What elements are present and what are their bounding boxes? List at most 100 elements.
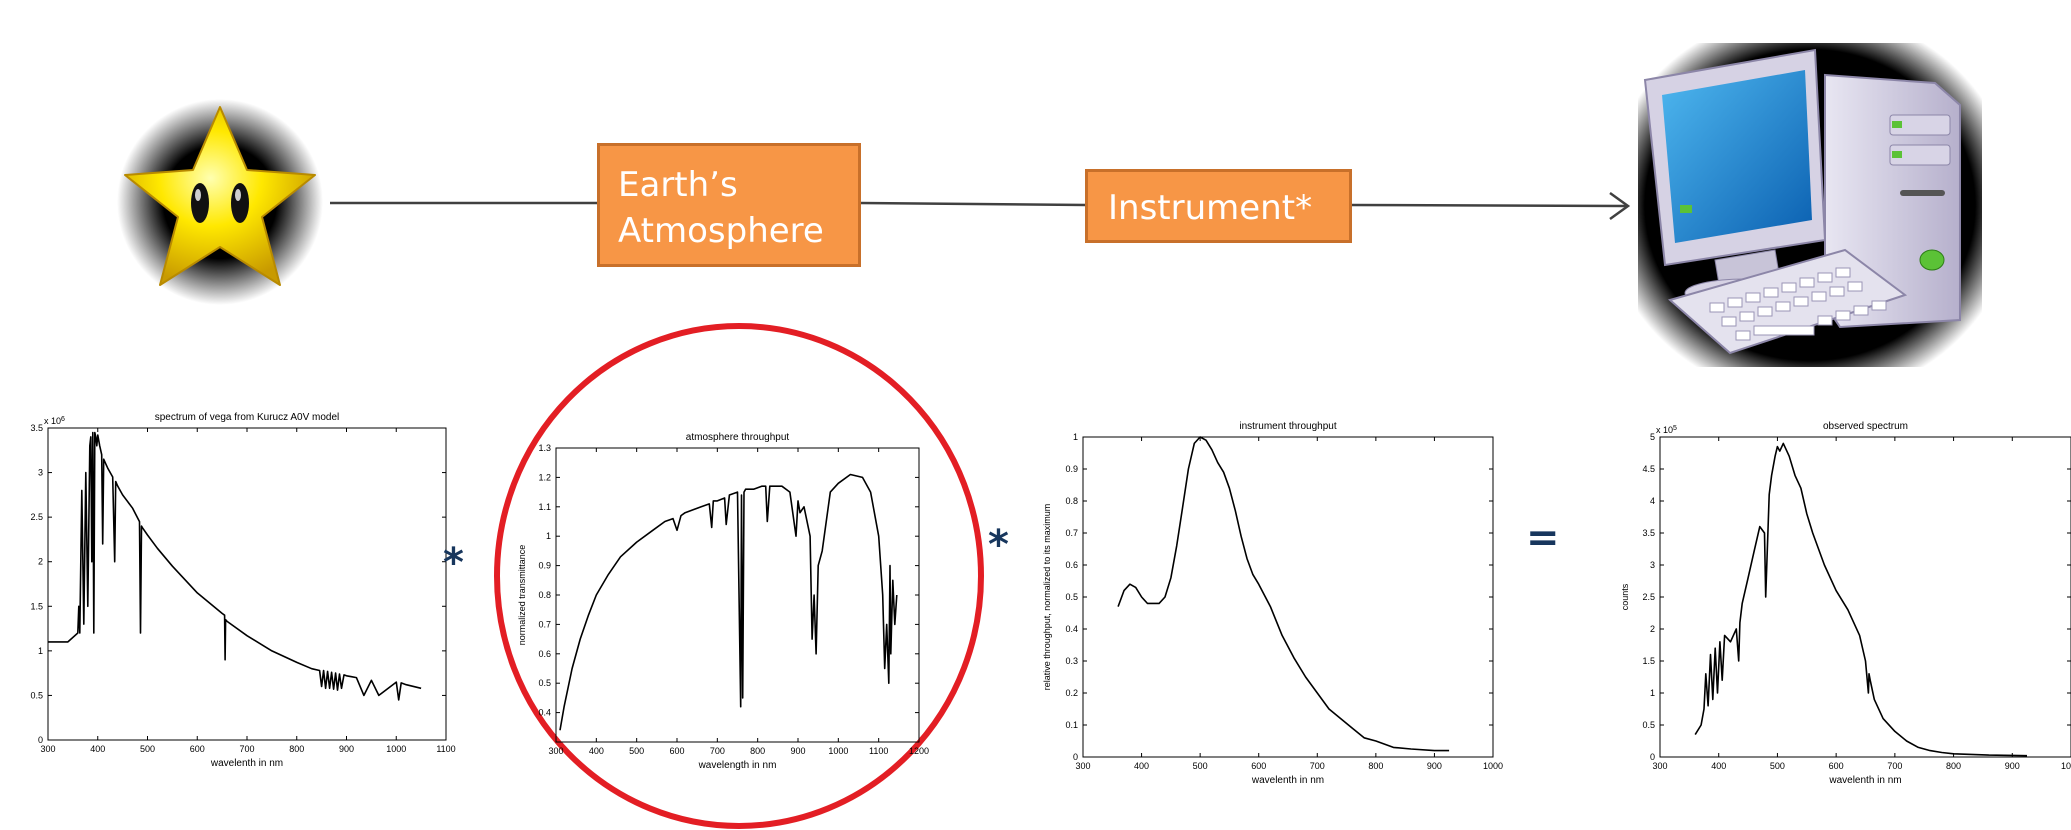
chart-title: spectrum of vega from Kurucz A0V model — [155, 412, 340, 423]
y-tick-label: 1 — [546, 531, 551, 541]
multiply-operator-1: * — [443, 540, 464, 586]
y-tick-label: 4 — [1650, 496, 1655, 506]
x-tick-label: 500 — [1193, 761, 1208, 771]
y-multiplier-exponent: 6 — [61, 416, 65, 423]
y-tick-label: 0.2 — [1065, 688, 1078, 698]
plot-frame — [1659, 436, 2071, 758]
computer-icon — [1638, 43, 1982, 367]
y-tick-label: 2 — [1650, 624, 1655, 634]
y-tick-label: 0.7 — [1065, 528, 1078, 538]
x-tick-label: 1100 — [869, 746, 888, 756]
y-tick-label: 2 — [38, 557, 43, 567]
x-tick-label: 900 — [1427, 761, 1442, 771]
y-tick-label: 0.7 — [538, 619, 551, 629]
chart-vega-spectrum: spectrum of vega from Kurucz A0V model w… — [30, 412, 455, 769]
y-tick-label: 3 — [38, 468, 43, 478]
y-tick-label: 0.1 — [1065, 720, 1078, 730]
series-line — [1694, 442, 2028, 757]
x-tick-label: 1000 — [1483, 761, 1503, 771]
x-axis-label: wavelenth in nm — [210, 758, 283, 769]
x-tick-label: 1200 — [909, 746, 929, 756]
x-tick-label: 500 — [1770, 761, 1785, 771]
x-tick-label: 600 — [669, 746, 684, 756]
y-tick-label: 5 — [1650, 432, 1655, 442]
y-tick-label: 0.4 — [538, 708, 551, 718]
x-tick-label: 1000 — [386, 744, 406, 754]
y-tick-label: 0.8 — [538, 590, 551, 600]
arrowhead — [1609, 191, 1631, 221]
x-tick-label: 500 — [629, 746, 644, 756]
x-axis-label: wavelength in nm — [698, 760, 777, 771]
y-tick-label: 1.5 — [30, 601, 43, 611]
x-tick-label: 1000 — [2061, 761, 2071, 771]
x-tick-label: 500 — [140, 744, 155, 754]
y-tick-label: 1.3 — [538, 443, 551, 453]
x-tick-label: 400 — [1711, 761, 1726, 771]
connector-atmosphere-instrument — [859, 201, 1087, 207]
x-tick-label: 300 — [548, 746, 563, 756]
y-tick-label: 2.5 — [30, 512, 43, 522]
y-tick-label: 1.5 — [1642, 656, 1655, 666]
x-tick-label: 900 — [339, 744, 354, 754]
y-tick-label: 0 — [38, 735, 43, 745]
x-tick-label: 800 — [289, 744, 304, 754]
y-tick-label: 0.5 — [1642, 720, 1655, 730]
x-tick-label: 800 — [750, 746, 765, 756]
y-tick-label: 0.4 — [1065, 624, 1078, 634]
x-tick-label: 700 — [1310, 761, 1325, 771]
chart-instrument-throughput: instrument throughput wavelenth in nm re… — [1042, 421, 1503, 786]
y-axis-label: counts — [1620, 583, 1630, 610]
chart-observed-spectrum: observed spectrum wavelenth in nm counts… — [1620, 421, 2071, 786]
x-tick-label: 800 — [1946, 761, 1961, 771]
y-tick-label: 1.1 — [538, 502, 551, 512]
y-multiplier-base: x 10 — [44, 416, 61, 426]
series-line — [48, 431, 422, 701]
y-tick-label: 1 — [1073, 432, 1078, 442]
x-tick-label: 300 — [1652, 761, 1667, 771]
instrument-box: Instrument* — [1085, 169, 1352, 243]
y-multiplier: x 105 — [1656, 425, 1677, 436]
x-tick-label: 700 — [710, 746, 725, 756]
chart-title: atmosphere throughput — [686, 432, 790, 443]
x-tick-label: 600 — [190, 744, 205, 754]
y-tick-label: 0.5 — [30, 690, 43, 700]
y-tick-label: 3 — [1650, 560, 1655, 570]
x-tick-label: 700 — [239, 744, 254, 754]
y-multiplier: x 106 — [44, 416, 65, 427]
y-multiplier-base: x 10 — [1656, 425, 1673, 435]
earths-atmosphere-box: Earth’s Atmosphere — [597, 143, 861, 267]
x-tick-label: 1100 — [436, 744, 455, 754]
y-axis-label: normalized transmittance — [517, 545, 527, 646]
x-tick-label: 1000 — [828, 746, 848, 756]
x-tick-label: 400 — [90, 744, 105, 754]
y-tick-label: 0.9 — [1065, 464, 1078, 474]
chart-atmosphere-throughput: atmosphere throughput wavelength in nm n… — [517, 432, 929, 771]
y-tick-label: 2.5 — [1642, 592, 1655, 602]
box-label-line2: Atmosphere — [618, 211, 824, 251]
series-line — [559, 473, 898, 731]
y-tick-label: 4.5 — [1642, 464, 1655, 474]
x-tick-label: 300 — [1075, 761, 1090, 771]
x-tick-label: 800 — [1368, 761, 1383, 771]
equals-operator: = — [1526, 515, 1560, 561]
x-tick-label: 900 — [790, 746, 805, 756]
x-tick-label: 300 — [40, 744, 55, 754]
y-tick-label: 1.2 — [538, 472, 551, 482]
y-tick-label: 0.6 — [538, 649, 551, 659]
y-tick-label: 1 — [1650, 688, 1655, 698]
y-tick-label: 0 — [1650, 752, 1655, 762]
y-tick-label: 0.9 — [538, 561, 551, 571]
series-line — [1117, 436, 1450, 752]
y-multiplier-exponent: 5 — [1673, 425, 1677, 432]
y-axis-label: relative throughput, normalized to its m… — [1042, 504, 1052, 691]
y-tick-label: 0.5 — [1065, 592, 1078, 602]
star-icon — [117, 99, 323, 305]
x-axis-label: wavelenth in nm — [1828, 775, 1901, 786]
y-tick-label: 0.8 — [1065, 496, 1078, 506]
chart-title: instrument throughput — [1239, 421, 1337, 432]
connector-instrument-computer — [1350, 203, 1627, 208]
x-tick-label: 400 — [1134, 761, 1149, 771]
y-tick-label: 1 — [38, 646, 43, 656]
